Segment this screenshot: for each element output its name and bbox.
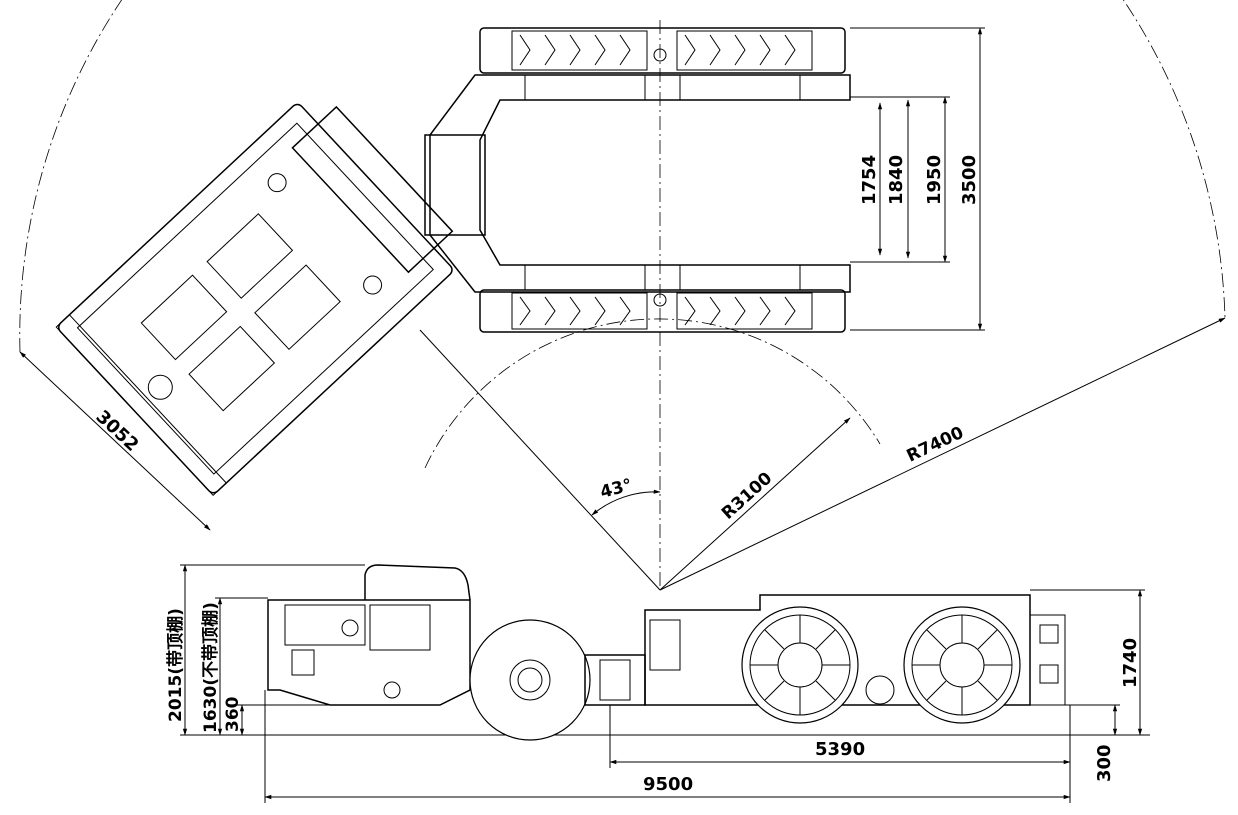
label-9500: 9500: [643, 774, 693, 795]
front-wheel: [469, 619, 591, 741]
label-r3100: R3100: [718, 468, 776, 523]
radius-line-r3100: [659, 417, 851, 591]
side-view: [180, 564, 1150, 741]
label-r7400: R7400: [904, 423, 967, 467]
label-angle-43: 43°: [598, 475, 634, 503]
label-300: 300: [1094, 744, 1115, 782]
inner-turning-arc-r3100: [424, 318, 881, 469]
label-5390: 5390: [815, 739, 865, 760]
outer-turning-arc-r7400: [19, 0, 1226, 353]
angle-arc-43: [591, 489, 661, 516]
label-2015: 2015(带顶棚): [165, 608, 186, 722]
top-view-rear-unit: [424, 27, 851, 333]
track-top: [479, 27, 846, 74]
rear-wheel-1: [741, 606, 859, 724]
turning-geometry: [19, 0, 1226, 591]
label-1740: 1740: [1120, 638, 1141, 688]
canopy: [364, 564, 471, 601]
track-bottom: [479, 289, 846, 333]
label-3500: 3500: [959, 155, 980, 205]
dimension-lines: [19, 27, 1145, 803]
turn-center-line-left: [419, 329, 661, 591]
radius-line-r7400: [659, 317, 1226, 591]
label-1950: 1950: [924, 155, 945, 205]
rear-wheel-2: [903, 606, 1021, 724]
label-1630: 1630(不带顶棚): [200, 602, 221, 733]
label-360: 360: [223, 696, 243, 732]
label-1840: 1840: [886, 155, 907, 205]
label-3052: 3052: [92, 406, 143, 456]
label-1754: 1754: [859, 155, 880, 205]
